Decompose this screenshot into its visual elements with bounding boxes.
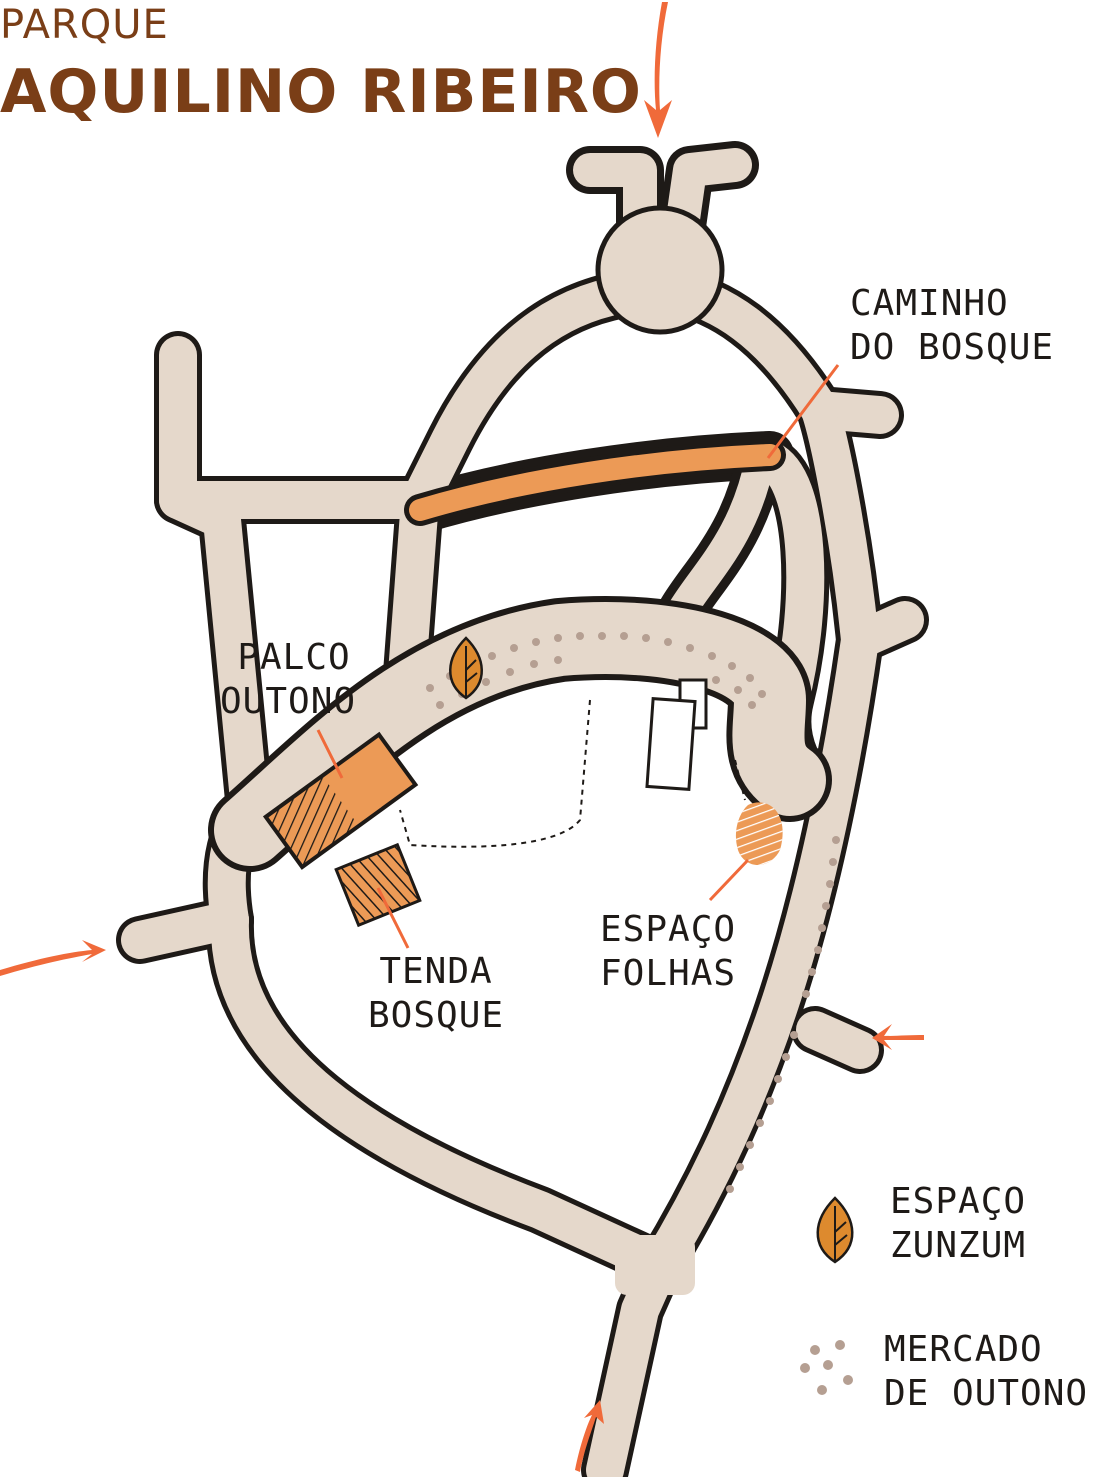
dashed-footpath-east <box>734 759 746 801</box>
park-title-prefix: PARQUE <box>0 2 169 48</box>
entrance-north-arrow-icon <box>644 2 672 138</box>
north-roundabout <box>595 205 725 335</box>
legend-espaco-zunzum: ESPAÇO ZUNZUM <box>890 1180 1026 1268</box>
legend-mercado-dots-icon <box>800 1340 853 1395</box>
mercado-de-outono-dots <box>426 632 840 1193</box>
entrance-west-arrow-icon <box>0 940 106 976</box>
label-caminho-line1: CAMINHO <box>850 283 1009 324</box>
zunzum-leaf-icon <box>449 636 483 700</box>
palco-outono-stage <box>262 731 419 870</box>
buildings <box>645 678 708 791</box>
label-caminho-line2: DO BOSQUE <box>850 327 1055 368</box>
label-tenda-line2: BOSQUE <box>368 995 505 1036</box>
south-plaza <box>615 1235 695 1295</box>
label-folhas-line1: ESPAÇO <box>600 909 737 950</box>
label-palco-line2: OUTONO <box>220 681 357 722</box>
label-espaco-folhas: ESPAÇO FOLHAS <box>600 908 736 996</box>
park-title: AQUILINO RIBEIRO <box>0 57 642 127</box>
legend-zunzum-line1: ESPAÇO <box>890 1181 1027 1222</box>
legend-zunzum-line2: ZUNZUM <box>890 1225 1027 1266</box>
leader-lines <box>316 364 840 949</box>
label-palco-line1: PALCO <box>237 637 351 678</box>
entrance-east-arrow-icon <box>872 1024 924 1050</box>
label-folhas-line2: FOLHAS <box>600 953 737 994</box>
label-tenda-bosque: TENDA BOSQUE <box>368 950 504 1038</box>
legend-mercado-de-outono: MERCADO DE OUTONO <box>884 1328 1088 1416</box>
label-caminho-do-bosque: CAMINHO DO BOSQUE <box>850 282 1054 370</box>
legend-zunzum-leaf-icon <box>816 1196 854 1264</box>
label-tenda-line1: TENDA <box>379 951 493 992</box>
entrance-south-arrow-icon <box>575 1400 604 1472</box>
label-palco-outono: PALCO OUTONO <box>220 636 356 724</box>
entrance-arrow-icons <box>0 2 924 1472</box>
tenda-bosque-tent <box>334 842 422 928</box>
legend-mercado-line2: DE OUTONO <box>884 1373 1089 1414</box>
caminho-do-bosque <box>409 444 781 521</box>
espaco-folhas-area <box>735 802 783 865</box>
legend-mercado-line1: MERCADO <box>884 1329 1043 1370</box>
